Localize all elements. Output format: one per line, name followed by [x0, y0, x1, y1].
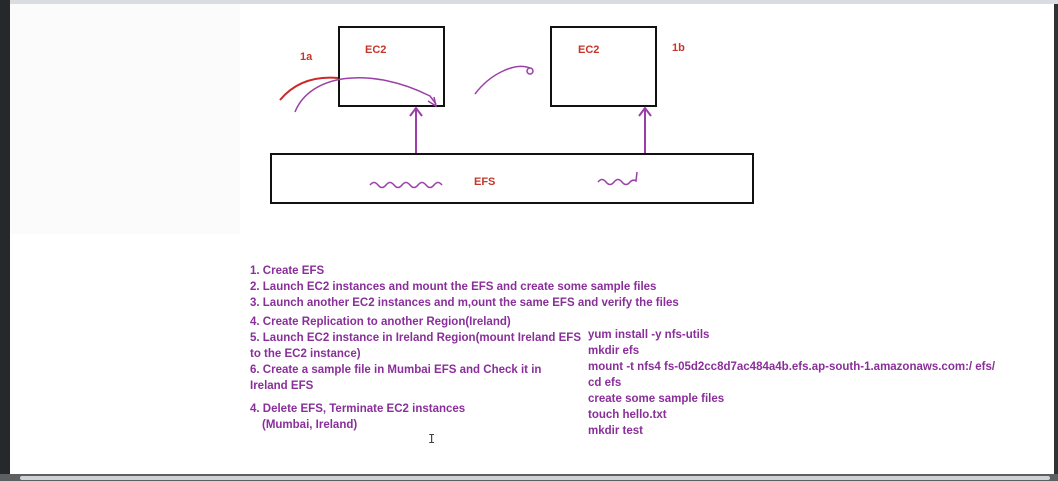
mount-arrowhead-1a [409, 106, 423, 117]
efs-box [270, 153, 754, 204]
ec2-instance-box-1a [338, 26, 445, 107]
step-line: 2. Launch EC2 instances and mount the EF… [250, 281, 657, 293]
step-line: (Mumbai, Ireland) [262, 419, 358, 431]
efs-label: EFS [474, 176, 496, 188]
step-line: 3. Launch another EC2 instances and m,ou… [250, 297, 679, 309]
command-line: mkdir efs [588, 345, 640, 357]
text-cursor-icon: I [428, 432, 436, 446]
command-line: mount -t nfs4 fs-05d2cc8d7ac484a4b.efs.a… [588, 361, 996, 373]
command-line: yum install -y nfs-utils [588, 329, 710, 341]
steps-list: 1. Create EFS 2. Launch EC2 instances an… [250, 263, 679, 433]
ec2-instance-box-1b [550, 26, 657, 107]
whiteboard-canvas[interactable]: EC2 EC2 1a 1b EFS 1. Create EFS 2. Launc… [10, 4, 1054, 474]
step-line: 4. Delete EFS, Terminate EC2 instances [250, 403, 466, 415]
command-line: cd efs [588, 377, 622, 389]
file-scribble-right [597, 171, 638, 186]
canvas-shade-region [10, 4, 240, 234]
purple-swoop-arrow-1a [294, 77, 437, 113]
az-tag-1b: 1b [672, 42, 685, 54]
horizontal-scrollbar[interactable] [20, 476, 1050, 480]
command-line: create some sample files [588, 393, 725, 405]
mount-arrowhead-1b [638, 106, 652, 117]
ec2-label-1b: EC2 [578, 44, 600, 56]
purple-swoop-arrow-1b [474, 65, 531, 95]
command-line: mkdir test [588, 425, 643, 437]
top-border [0, 0, 1058, 4]
step-line: 1. Create EFS [250, 265, 325, 277]
left-panel-edge [0, 0, 10, 481]
file-scribble-left [369, 181, 443, 189]
command-line: touch hello.txt [588, 409, 667, 421]
red-curve-arrow [279, 76, 339, 101]
step-line: Ireland EFS [250, 380, 314, 392]
az-tag-1a: 1a [300, 51, 313, 63]
purple-swoop-arrowhead-1b [526, 67, 534, 75]
step-line: to the EC2 instance) [250, 348, 361, 360]
step-line: 4. Create Replication to another Region(… [250, 316, 511, 328]
step-line: 5. Launch EC2 instance in Ireland Region… [250, 332, 581, 344]
commands-list: yum install -y nfs-utils mkdir efs mount… [588, 327, 995, 439]
step-line: 6. Create a sample file in Mumbai EFS an… [250, 364, 542, 376]
purple-swoop-arrowhead-1a [427, 96, 438, 108]
ec2-label-1a: EC2 [365, 44, 387, 56]
diagram-drawing [279, 65, 652, 189]
